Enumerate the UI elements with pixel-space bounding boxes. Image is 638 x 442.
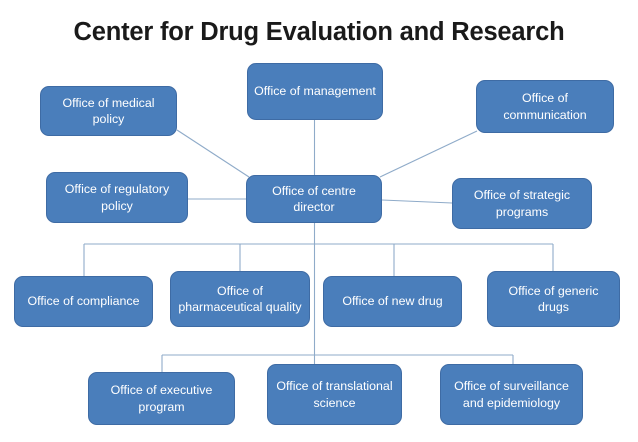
node-office-of-medical-policy[interactable]: Office of medical policy — [40, 86, 177, 136]
page-title: Center for Drug Evaluation and Research — [73, 18, 565, 46]
node-office-of-executive-program[interactable]: Office of executive program — [88, 372, 235, 425]
node-office-of-communication[interactable]: Office of communication — [476, 80, 614, 133]
node-label: Office of medical policy — [62, 95, 155, 126]
node-office-of-pharmaceutical-quality[interactable]: Office of pharmaceutical quality — [170, 271, 310, 327]
node-office-of-centre-director[interactable]: Office of centre director — [246, 175, 382, 223]
node-label: Office of strategic programs — [473, 188, 571, 219]
node-label: Office of generic drugs — [508, 283, 599, 314]
edge-strategic-programs-to-director — [381, 199, 453, 204]
node-office-of-surveillance-and-epidemiology[interactable]: Office of surveillance and epidemiology — [440, 364, 583, 425]
node-label: Office of communication — [503, 91, 587, 122]
node-office-of-regulatory-policy[interactable]: Office of regulatory policy — [46, 172, 188, 223]
node-office-of-translational-science[interactable]: Office of translational science — [267, 364, 402, 425]
node-office-of-compliance[interactable]: Office of compliance — [14, 276, 153, 327]
edge-communication-to-director — [379, 130, 478, 178]
node-label: Office of regulatory policy — [64, 182, 170, 213]
node-office-of-strategic-programs[interactable]: Office of strategic programs — [452, 178, 592, 229]
node-office-of-generic-drugs[interactable]: Office of generic drugs — [487, 271, 620, 327]
node-label: Office of management — [254, 84, 376, 99]
node-label: Office of pharmaceutical quality — [178, 283, 302, 314]
node-label: Office of executive program — [110, 383, 213, 414]
edge-medical-policy-to-director — [176, 129, 250, 178]
node-label: Office of new drug — [342, 294, 443, 309]
node-office-of-new-drug[interactable]: Office of new drug — [323, 276, 462, 327]
node-label: Office of translational science — [276, 379, 393, 410]
node-label: Office of centre director — [272, 183, 356, 214]
node-label: Office of surveillance and epidemiology — [454, 379, 569, 410]
node-label: Office of compliance — [27, 294, 140, 309]
node-office-of-management[interactable]: Office of management — [247, 63, 383, 120]
